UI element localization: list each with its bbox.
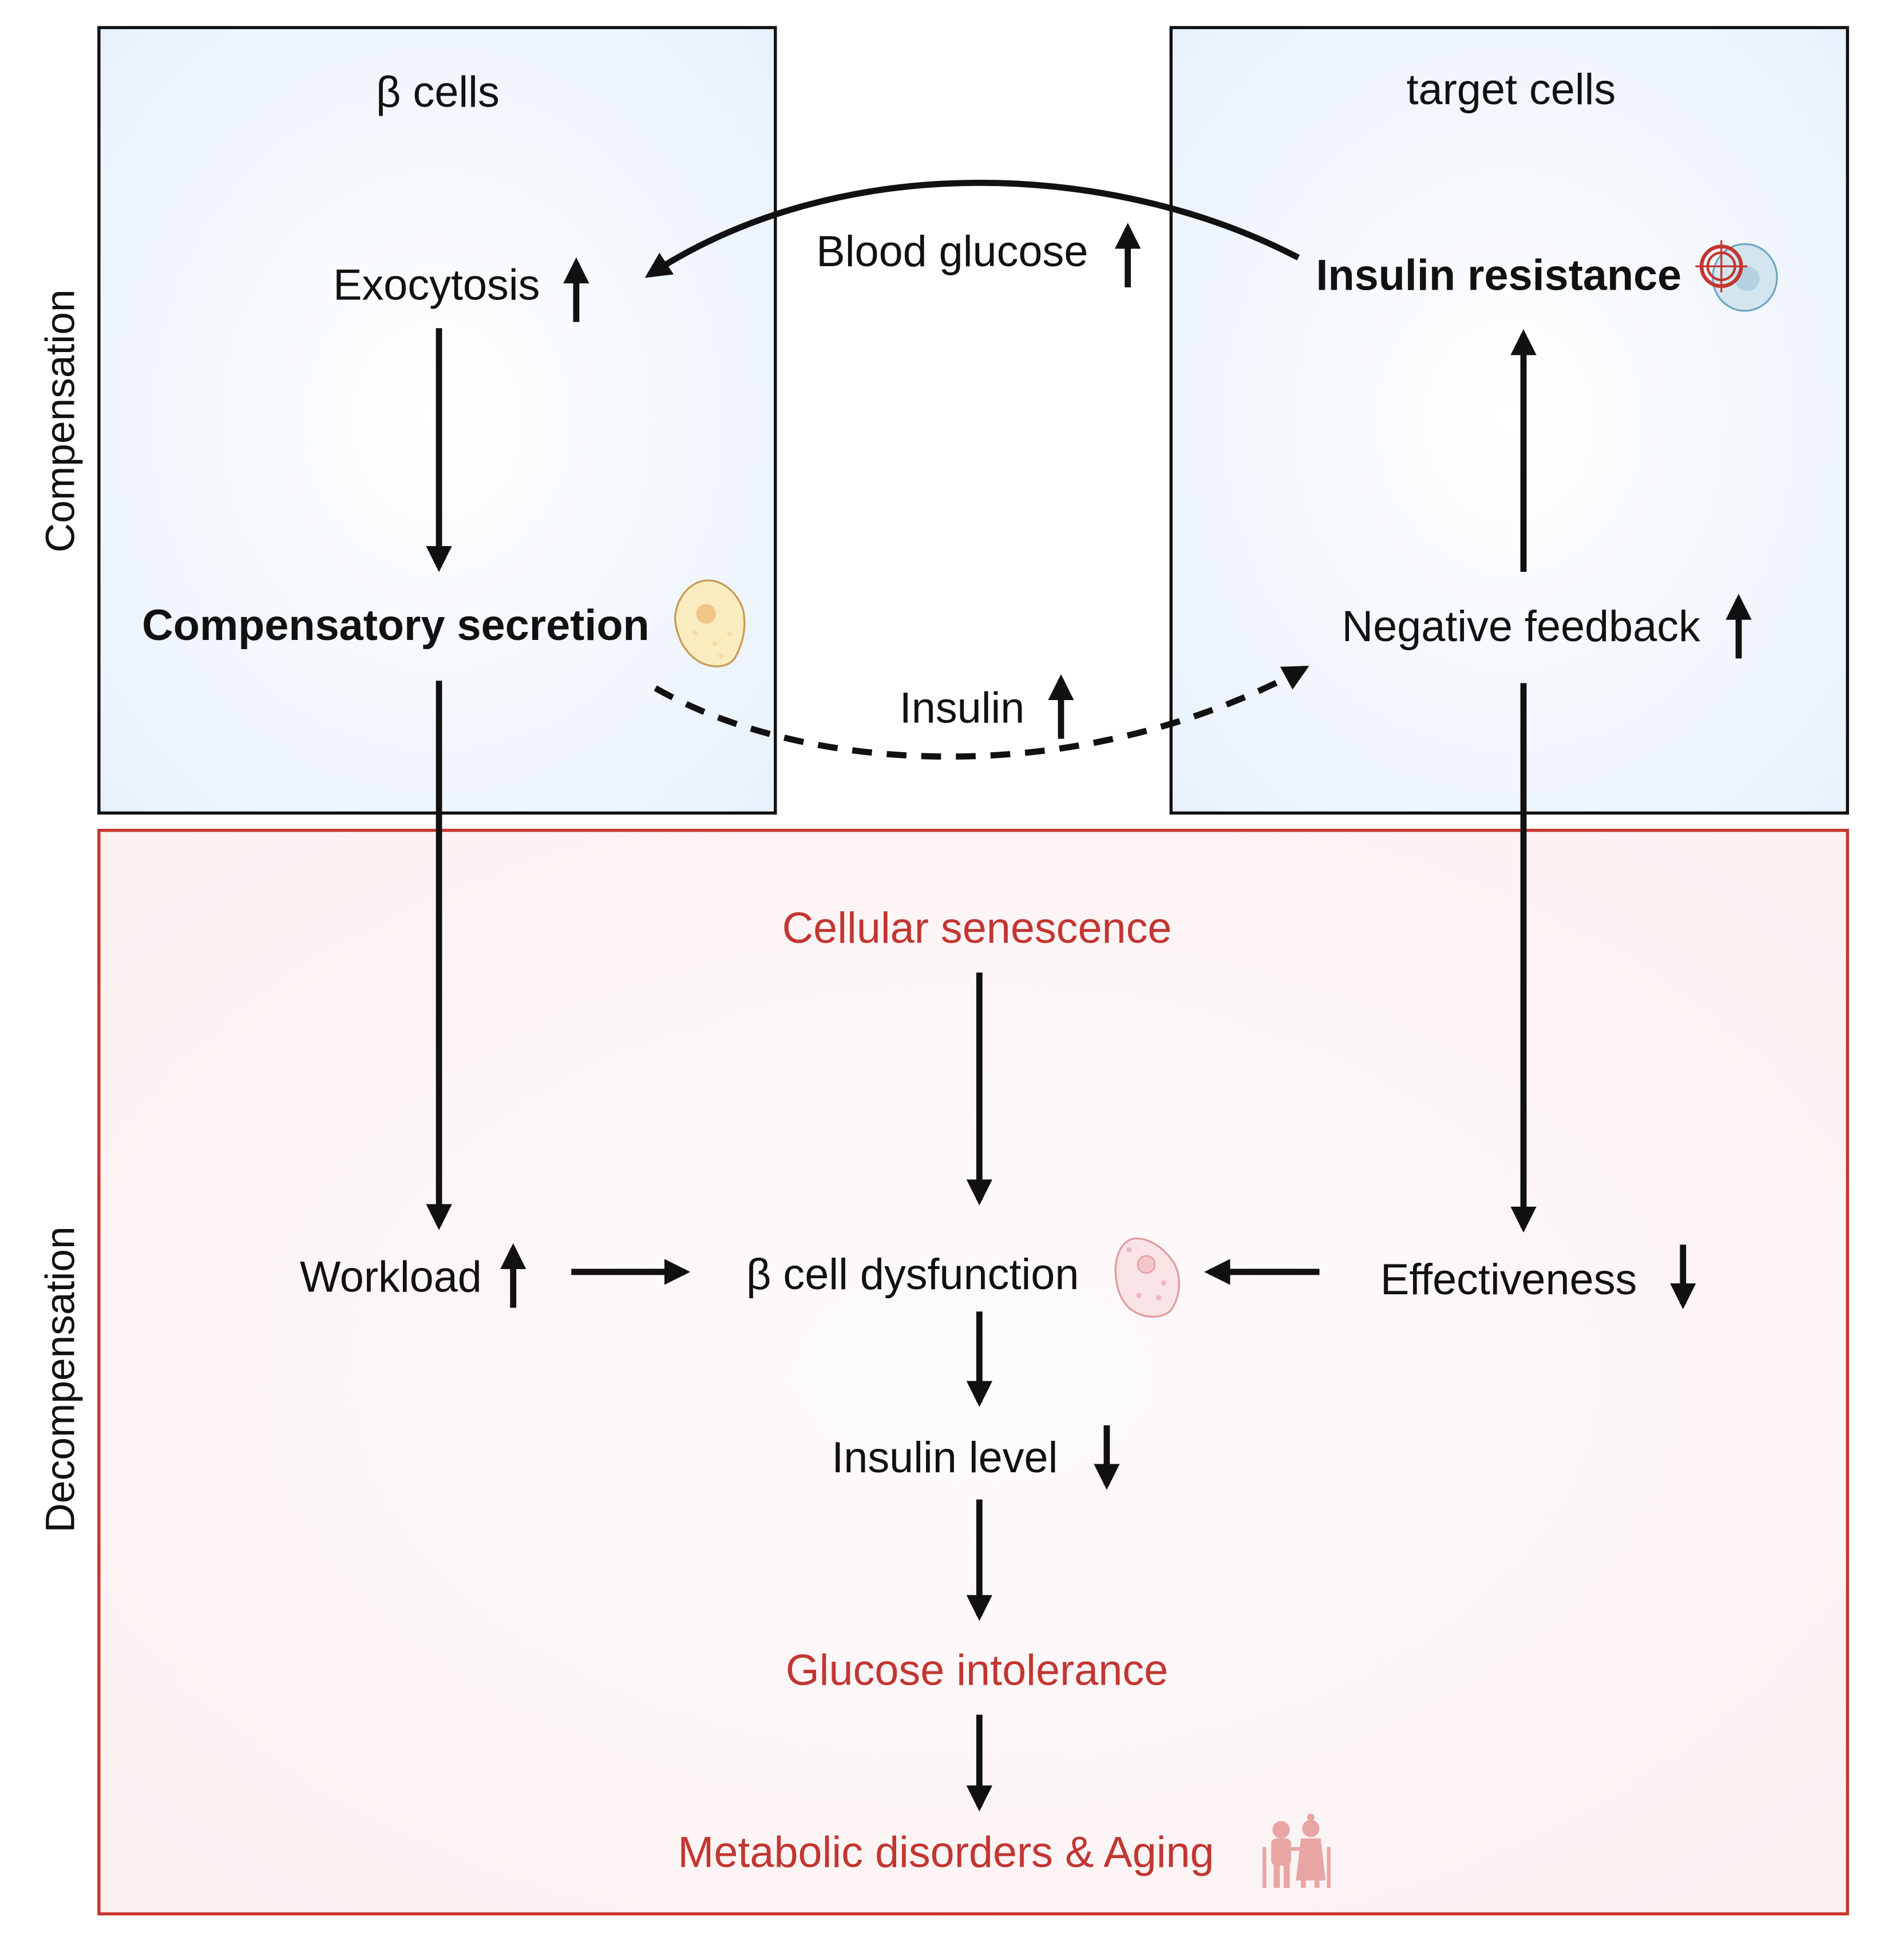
insulin-dashed-arc-arrow [654, 665, 1309, 760]
negative-feedback-label: Negative feedback [1342, 603, 1700, 651]
compensation-label: Compensation [38, 289, 84, 552]
glucose-intolerance-label: Glucose intolerance [786, 1647, 1168, 1695]
effectiveness-label: Effectiveness [1380, 1256, 1637, 1304]
blood-glucose-label: Blood glucose [816, 228, 1088, 276]
target-cells-box [1169, 26, 1849, 815]
target-cells-title: target cells [1407, 66, 1616, 114]
beta-cells-title: β cells [376, 68, 500, 116]
decompensation-box [97, 828, 1849, 1916]
beta-cell-dysfunction-label: β cell dysfunction [746, 1251, 1079, 1299]
workload-label: Workload [300, 1254, 482, 1302]
insulin-resistance-label: Insulin resistance [1316, 251, 1682, 299]
decompensation-label: Decompensation [38, 1226, 84, 1532]
exocytosis-label: Exocytosis [333, 262, 540, 310]
dysfunctional-beta-cell-icon [1114, 1237, 1180, 1318]
elderly-couple-icon [1262, 1813, 1331, 1888]
blood-glucose-arc-arrow [644, 179, 1300, 278]
insulin-level-label: Insulin level [832, 1434, 1058, 1482]
cellular-senescence-label: Cellular senescence [782, 904, 1172, 953]
metabolic-disorders-aging-label: Metabolic disorders & Aging [678, 1828, 1214, 1876]
beta-cell-icon [674, 579, 746, 667]
compensatory-secretion-label: Compensatory secretion [142, 602, 650, 650]
insulin-label: Insulin [900, 685, 1025, 733]
target-cell-icon [1695, 240, 1778, 312]
